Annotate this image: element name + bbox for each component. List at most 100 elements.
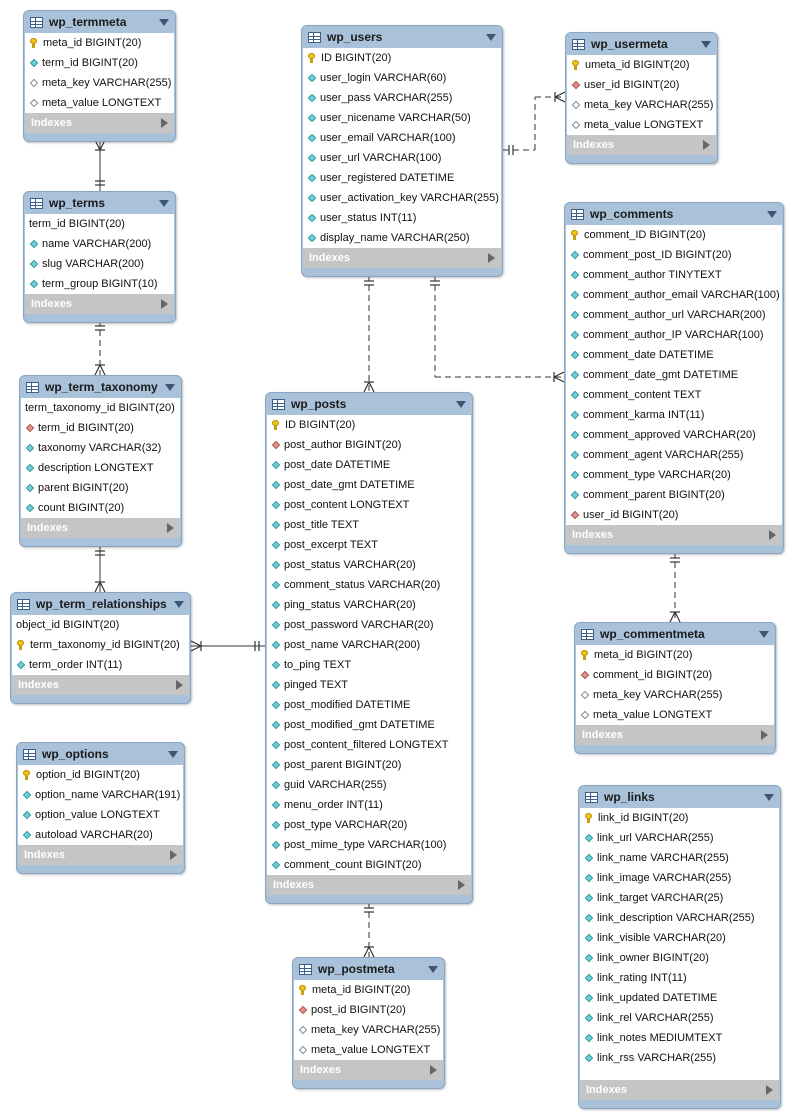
table-header[interactable]: wp_comments: [565, 203, 783, 225]
column-row[interactable]: comment_count BIGINT(20): [267, 855, 471, 875]
indexes-section[interactable]: Indexes: [294, 1060, 443, 1080]
column-row[interactable]: comment_status VARCHAR(20): [267, 575, 471, 595]
column-row[interactable]: taxonomy VARCHAR(32): [21, 438, 180, 458]
column-row[interactable]: meta_id BIGINT(20): [25, 33, 174, 53]
chevron-down-icon[interactable]: [165, 383, 175, 391]
column-row[interactable]: term_taxonomy_id BIGINT(20): [12, 635, 189, 655]
column-row[interactable]: post_excerpt TEXT: [267, 535, 471, 555]
column-row[interactable]: meta_key VARCHAR(255): [294, 1020, 443, 1040]
indexes-section[interactable]: Indexes: [267, 875, 471, 895]
column-row[interactable]: menu_order INT(11): [267, 795, 471, 815]
column-row[interactable]: comment_post_ID BIGINT(20): [566, 245, 782, 265]
chevron-down-icon[interactable]: [486, 33, 496, 41]
column-row[interactable]: description LONGTEXT: [21, 458, 180, 478]
column-row[interactable]: comment_type VARCHAR(20): [566, 465, 782, 485]
column-row[interactable]: meta_value LONGTEXT: [294, 1040, 443, 1060]
column-row[interactable]: option_id BIGINT(20): [18, 765, 183, 785]
column-row[interactable]: comment_agent VARCHAR(255): [566, 445, 782, 465]
column-row[interactable]: comment_karma INT(11): [566, 405, 782, 425]
expand-arrow-icon[interactable]: [769, 530, 776, 540]
column-row[interactable]: guid VARCHAR(255): [267, 775, 471, 795]
column-row[interactable]: user_id BIGINT(20): [566, 505, 782, 525]
column-row[interactable]: link_rating INT(11): [580, 968, 779, 988]
table-header[interactable]: wp_postmeta: [293, 958, 444, 980]
indexes-section[interactable]: Indexes: [567, 135, 716, 155]
column-row[interactable]: comment_ID BIGINT(20): [566, 225, 782, 245]
chevron-down-icon[interactable]: [759, 630, 769, 638]
column-row[interactable]: link_target VARCHAR(25): [580, 888, 779, 908]
expand-arrow-icon[interactable]: [430, 1065, 437, 1075]
indexes-section[interactable]: Indexes: [25, 113, 174, 133]
column-row[interactable]: comment_author TINYTEXT: [566, 265, 782, 285]
column-row[interactable]: link_rel VARCHAR(255): [580, 1008, 779, 1028]
column-row[interactable]: link_updated DATETIME: [580, 988, 779, 1008]
column-row[interactable]: autoload VARCHAR(20): [18, 825, 183, 845]
table-header[interactable]: wp_terms: [24, 192, 175, 214]
column-row[interactable]: post_author BIGINT(20): [267, 435, 471, 455]
chevron-down-icon[interactable]: [168, 750, 178, 758]
column-row[interactable]: term_order INT(11): [12, 655, 189, 675]
expand-arrow-icon[interactable]: [488, 253, 495, 263]
column-row[interactable]: comment_author_url VARCHAR(200): [566, 305, 782, 325]
column-row[interactable]: post_title TEXT: [267, 515, 471, 535]
expand-arrow-icon[interactable]: [176, 680, 183, 690]
table-header[interactable]: wp_posts: [266, 393, 472, 415]
column-row[interactable]: comment_parent BIGINT(20): [566, 485, 782, 505]
table-header[interactable]: wp_links: [579, 786, 780, 808]
chevron-down-icon[interactable]: [764, 793, 774, 801]
table-header[interactable]: wp_usermeta: [566, 33, 717, 55]
column-row[interactable]: link_visible VARCHAR(20): [580, 928, 779, 948]
chevron-down-icon[interactable]: [174, 600, 184, 608]
column-row[interactable]: post_content LONGTEXT: [267, 495, 471, 515]
column-row[interactable]: post_modified_gmt DATETIME: [267, 715, 471, 735]
column-row[interactable]: post_date DATETIME: [267, 455, 471, 475]
column-row[interactable]: ID BIGINT(20): [267, 415, 471, 435]
column-row[interactable]: post_date_gmt DATETIME: [267, 475, 471, 495]
column-row[interactable]: post_parent BIGINT(20): [267, 755, 471, 775]
column-row[interactable]: term_id BIGINT(20): [25, 214, 174, 234]
column-row[interactable]: meta_id BIGINT(20): [576, 645, 774, 665]
column-row[interactable]: link_notes MEDIUMTEXT: [580, 1028, 779, 1048]
column-row[interactable]: link_url VARCHAR(255): [580, 828, 779, 848]
column-row[interactable]: post_status VARCHAR(20): [267, 555, 471, 575]
column-row[interactable]: post_name VARCHAR(200): [267, 635, 471, 655]
indexes-section[interactable]: Indexes: [303, 248, 501, 268]
expand-arrow-icon[interactable]: [766, 1085, 773, 1095]
column-row[interactable]: comment_date_gmt DATETIME: [566, 365, 782, 385]
indexes-section[interactable]: Indexes: [566, 525, 782, 545]
indexes-section[interactable]: Indexes: [21, 518, 180, 538]
indexes-section[interactable]: Indexes: [576, 725, 774, 745]
column-row[interactable]: comment_author_email VARCHAR(100): [566, 285, 782, 305]
column-row[interactable]: count BIGINT(20): [21, 498, 180, 518]
column-row[interactable]: link_image VARCHAR(255): [580, 868, 779, 888]
column-row[interactable]: umeta_id BIGINT(20): [567, 55, 716, 75]
column-row[interactable]: pinged TEXT: [267, 675, 471, 695]
column-row[interactable]: comment_author_IP VARCHAR(100): [566, 325, 782, 345]
expand-arrow-icon[interactable]: [458, 880, 465, 890]
column-row[interactable]: meta_id BIGINT(20): [294, 980, 443, 1000]
column-row[interactable]: ID BIGINT(20): [303, 48, 501, 68]
table-header[interactable]: wp_term_relationships: [11, 593, 190, 615]
column-row[interactable]: object_id BIGINT(20): [12, 615, 189, 635]
chevron-down-icon[interactable]: [159, 199, 169, 207]
indexes-section[interactable]: Indexes: [25, 294, 174, 314]
chevron-down-icon[interactable]: [767, 210, 777, 218]
column-row[interactable]: link_id BIGINT(20): [580, 808, 779, 828]
column-row[interactable]: user_status INT(11): [303, 208, 501, 228]
column-row[interactable]: post_modified DATETIME: [267, 695, 471, 715]
column-row[interactable]: post_id BIGINT(20): [294, 1000, 443, 1020]
column-row[interactable]: display_name VARCHAR(250): [303, 228, 501, 248]
column-row[interactable]: parent BIGINT(20): [21, 478, 180, 498]
column-row[interactable]: term_taxonomy_id BIGINT(20): [21, 398, 180, 418]
column-row[interactable]: user_login VARCHAR(60): [303, 68, 501, 88]
chevron-down-icon[interactable]: [701, 40, 711, 48]
column-row[interactable]: to_ping TEXT: [267, 655, 471, 675]
column-row[interactable]: post_password VARCHAR(20): [267, 615, 471, 635]
